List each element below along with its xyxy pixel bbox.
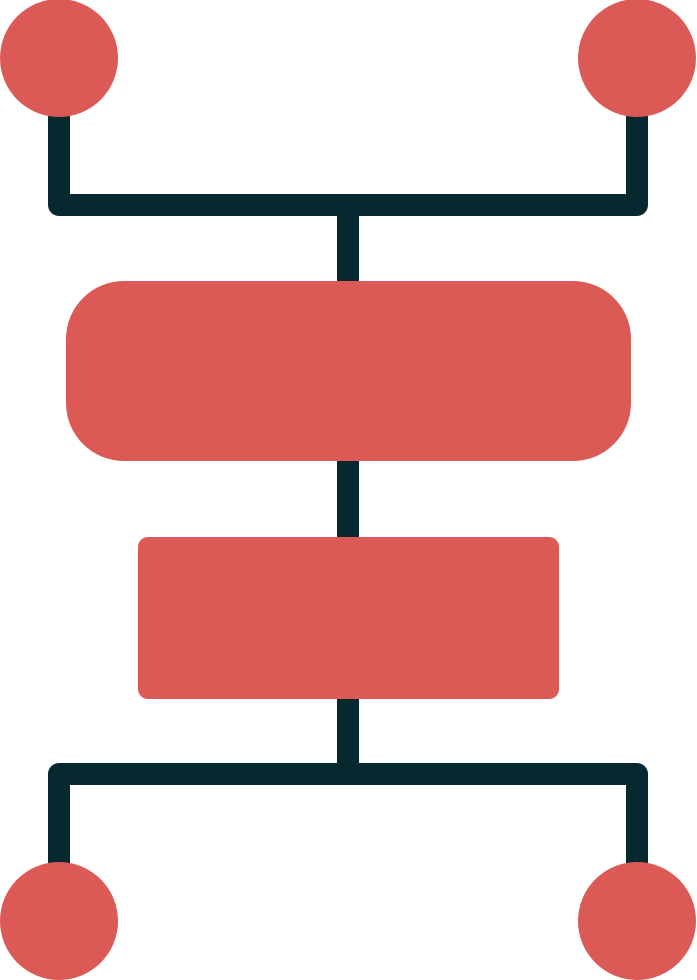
bottom-right-connector: [337, 763, 648, 891]
bottom-left-node: [0, 862, 118, 980]
top-left-connector: [48, 89, 359, 216]
bottom-right-node: [578, 862, 696, 980]
top-left-node: [0, 0, 118, 117]
top-right-connector: [337, 89, 648, 216]
upper-process-box: [66, 281, 631, 461]
bottom-left-connector: [48, 763, 359, 891]
top-right-node: [578, 0, 696, 117]
connector-lines: [48, 89, 648, 891]
lower-process-box: [138, 537, 559, 699]
